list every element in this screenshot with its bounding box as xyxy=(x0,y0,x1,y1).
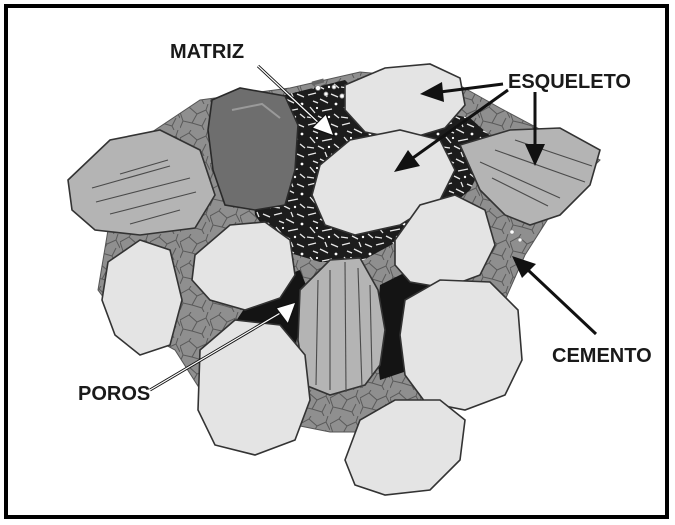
grain-striated-left xyxy=(68,130,215,235)
grain-left-small xyxy=(102,240,182,355)
grain-lower-right xyxy=(400,280,522,410)
label-poros: POROS xyxy=(78,383,150,405)
label-esqueleto: ESQUELETO xyxy=(508,71,631,93)
label-matriz: MATRIZ xyxy=(170,41,244,63)
label-cemento: CEMENTO xyxy=(552,345,652,367)
grain-bottom-left xyxy=(198,320,310,455)
arrow-cemento xyxy=(512,256,596,334)
